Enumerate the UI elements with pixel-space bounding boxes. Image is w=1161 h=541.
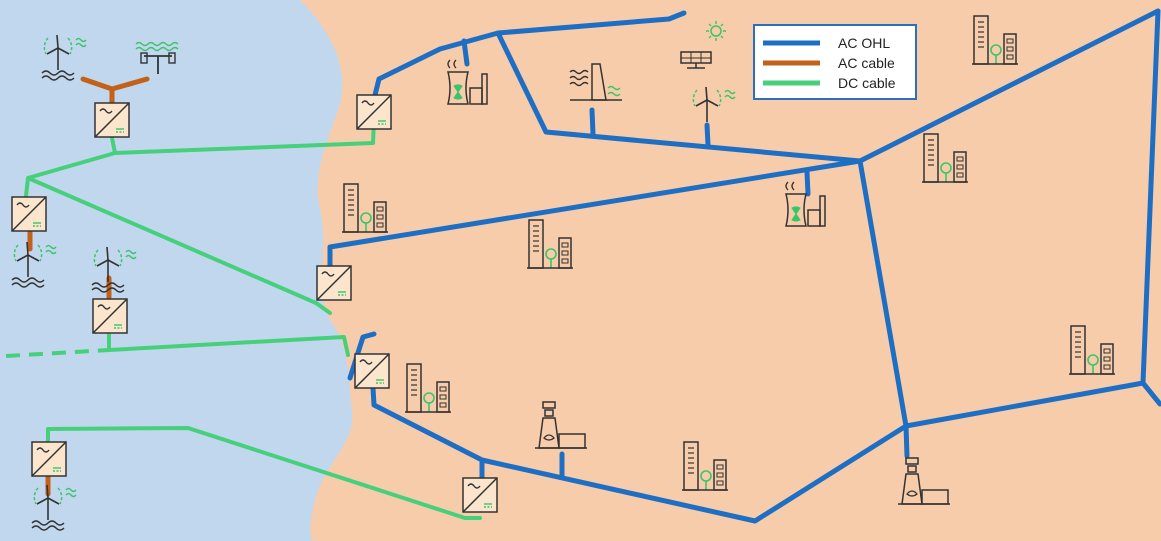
converter-station-7	[31, 441, 67, 477]
solar-plant	[680, 21, 726, 69]
sun-icon	[706, 21, 726, 41]
converter-station-icon	[462, 477, 498, 513]
converter-station-8	[462, 477, 498, 513]
converter-station-4	[92, 298, 128, 334]
sea-area	[0, 0, 353, 541]
legend-label-dc-cable: DC cable	[838, 75, 896, 91]
ac-cable-network	[27, 76, 150, 497]
converter-station-icon	[92, 298, 128, 334]
converter-station-icon	[11, 196, 47, 232]
converter-station-icon	[356, 94, 392, 130]
converter-station-icon	[94, 102, 130, 138]
converter-station-6	[354, 353, 390, 389]
converter-station-3	[11, 196, 47, 232]
legend: AC OHL AC cable DC cable	[753, 24, 917, 100]
tidal-turbine-icon	[135, 41, 179, 74]
legend-label-ac-cable: AC cable	[838, 55, 895, 71]
converter-station-icon	[31, 441, 67, 477]
converter-station-icon	[316, 265, 352, 301]
legend-label-ac-ohl: AC OHL	[838, 35, 890, 51]
converter-station-1	[94, 102, 130, 138]
converter-station-2	[356, 94, 392, 130]
solar-panel-icon	[680, 51, 712, 69]
converter-station-icon	[354, 353, 390, 389]
converter-station-5	[316, 265, 352, 301]
dc-cable-network	[5, 118, 482, 520]
tidal-turbine	[135, 41, 179, 74]
